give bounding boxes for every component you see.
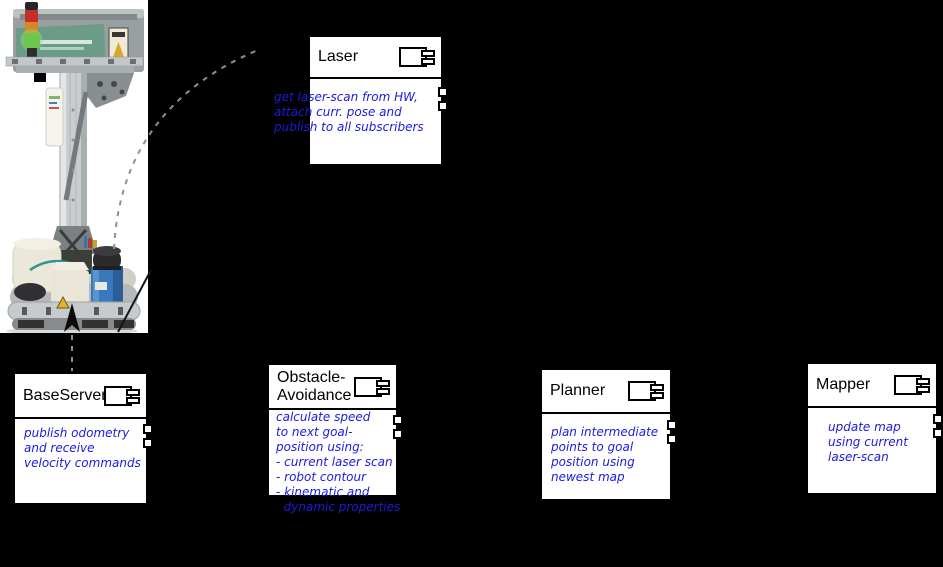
port xyxy=(393,415,403,425)
component-laser[interactable]: Laser get laser-scan from HW, attach cur… xyxy=(274,35,448,166)
component-mapper-title: Mapper xyxy=(816,376,871,393)
arrowhead-icon xyxy=(64,303,80,332)
port xyxy=(393,429,403,439)
component-baseserver[interactable]: BaseServer publish odometry and receive … xyxy=(13,372,153,505)
port xyxy=(438,87,448,97)
component-planner-header: Planner xyxy=(542,370,670,414)
component-obstacle-avoidance[interactable]: Obstacle- Avoidance calculate speed to n… xyxy=(267,363,403,514)
uml-component-icon xyxy=(894,375,930,395)
component-laser-header: Laser xyxy=(310,37,441,79)
component-mapper-note: update map using current laser-scan xyxy=(828,420,908,464)
port xyxy=(438,101,448,111)
component-icon-tab xyxy=(650,392,664,399)
component-obstacle-avoidance-title: Obstacle- Avoidance xyxy=(277,368,352,404)
component-icon-tab xyxy=(126,388,140,396)
component-baseserver-note: publish odometry and receive velocity co… xyxy=(24,426,141,470)
connectors xyxy=(64,49,259,371)
component-planner[interactable]: Planner plan intermediate points to goal… xyxy=(540,368,677,501)
pointer-line xyxy=(117,269,152,333)
component-mapper[interactable]: Mapper update map using current laser-sc… xyxy=(806,362,943,495)
component-planner-note: plan intermediate points to goal positio… xyxy=(551,425,659,484)
component-icon-tab xyxy=(421,50,435,57)
component-obstacle-avoidance-header: Obstacle- Avoidance xyxy=(269,365,396,410)
uml-component-icon xyxy=(104,385,140,406)
uml-component-icon xyxy=(354,376,390,397)
component-laser-title: Laser xyxy=(318,48,359,65)
port xyxy=(143,438,153,448)
port xyxy=(143,424,153,434)
uml-component-icon xyxy=(628,381,664,401)
component-mapper-header: Mapper xyxy=(808,364,936,408)
uml-component-icon xyxy=(399,47,435,67)
port xyxy=(667,420,677,430)
component-icon-tab xyxy=(376,379,390,387)
component-planner-title: Planner xyxy=(550,382,606,399)
component-icon-tab xyxy=(421,58,435,65)
robot-photo xyxy=(0,0,148,335)
component-icon-tab xyxy=(650,384,664,391)
component-baseserver-header: BaseServer xyxy=(15,374,146,419)
component-baseserver-title: BaseServer xyxy=(23,386,107,404)
component-obstacle-avoidance-note: calculate speed to next goal- position u… xyxy=(276,410,401,514)
robot-base-shape xyxy=(6,226,141,335)
port xyxy=(667,434,677,444)
component-icon-tab xyxy=(916,378,930,385)
port xyxy=(933,414,943,424)
laser-dashed-connector xyxy=(113,49,259,250)
port xyxy=(933,428,943,438)
robot-crate-shape xyxy=(13,9,144,72)
component-icon-tab xyxy=(126,396,140,404)
component-laser-note: get laser-scan from HW, attach curr. pos… xyxy=(274,90,424,134)
laser-scanner-shape xyxy=(91,246,123,304)
component-icon-tab xyxy=(376,387,390,395)
robot-mast-shape xyxy=(45,73,89,253)
component-icon-tab xyxy=(916,386,930,393)
